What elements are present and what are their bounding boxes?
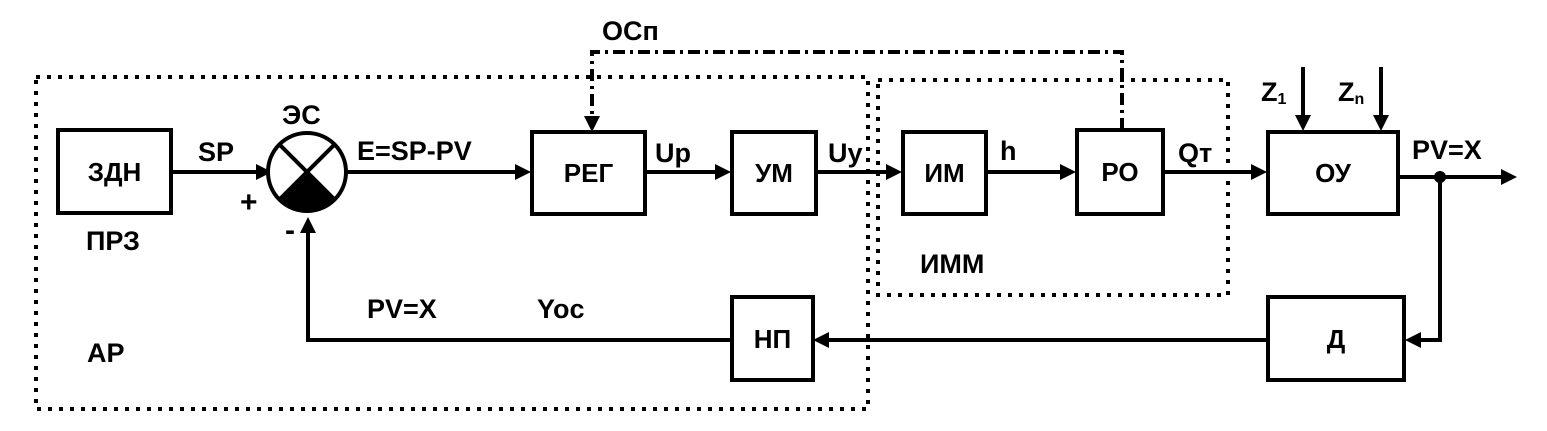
es-to-reg-arrow	[515, 164, 531, 180]
block-reg-label: РЕГ	[564, 158, 614, 188]
label-qt: Qт	[1178, 138, 1212, 168]
label-up: Up	[655, 138, 691, 168]
block-d: Д	[1266, 295, 1406, 382]
block-um-label: УМ	[755, 158, 793, 188]
block-d-label: Д	[1327, 324, 1346, 354]
block-im: ИМ	[901, 130, 988, 216]
pv-to-d-arrow	[1405, 332, 1421, 348]
block-np: НП	[730, 295, 815, 382]
label-z1: Z1	[1261, 77, 1287, 108]
block-um: УМ	[730, 130, 818, 216]
label-pv-fb: PV=X	[367, 294, 437, 324]
block-zdn-label: ЗДН	[88, 157, 142, 187]
zdn-to-es-arrow	[256, 164, 272, 180]
ro-to-ou-arrow	[1251, 164, 1267, 180]
block-reg: РЕГ	[530, 130, 647, 216]
label-yoc: Yoc	[537, 294, 585, 324]
block-np-label: НП	[754, 324, 791, 354]
osp-arrowhead	[584, 116, 600, 132]
label-uy: Uy	[828, 138, 863, 168]
label-ar: АР	[87, 338, 125, 368]
label-sp: SP	[198, 137, 234, 167]
d-to-np-arrow	[813, 332, 829, 348]
label-error: E=SP-PV	[357, 136, 472, 166]
label-zn: Zn	[1338, 77, 1364, 108]
label-h: h	[1000, 136, 1017, 166]
imm-boundary	[876, 78, 1230, 297]
reg-to-um-arrow	[715, 164, 731, 180]
im-to-ro-arrow	[1060, 164, 1076, 180]
ou-output-arrow	[1501, 169, 1517, 185]
block-zdn: ЗДН	[56, 128, 173, 215]
block-ou-label: ОУ	[1315, 158, 1352, 188]
label-prz: ПРЗ	[86, 226, 140, 256]
block-ou: ОУ	[1266, 130, 1400, 216]
z1-arrow	[1295, 115, 1311, 131]
zn-arrow	[1373, 115, 1389, 131]
um-to-im-arrow	[886, 164, 902, 180]
label-plus: +	[240, 186, 258, 219]
label-minus: -	[285, 214, 295, 247]
label-imm: ИММ	[920, 249, 984, 279]
label-es: ЭС	[282, 100, 321, 130]
osp-feedback-line	[590, 50, 1124, 130]
comparator-es	[266, 131, 348, 213]
block-ro-label: РО	[1101, 157, 1138, 187]
np-to-es-arrow	[300, 217, 316, 233]
block-im-label: ИМ	[924, 158, 964, 188]
block-ro: РО	[1075, 128, 1165, 216]
label-osp: ОСп	[602, 16, 659, 46]
pv-to-d-line	[1420, 177, 1442, 342]
label-pv-out: PV=X	[1412, 135, 1482, 165]
np-to-es-line	[306, 232, 731, 342]
